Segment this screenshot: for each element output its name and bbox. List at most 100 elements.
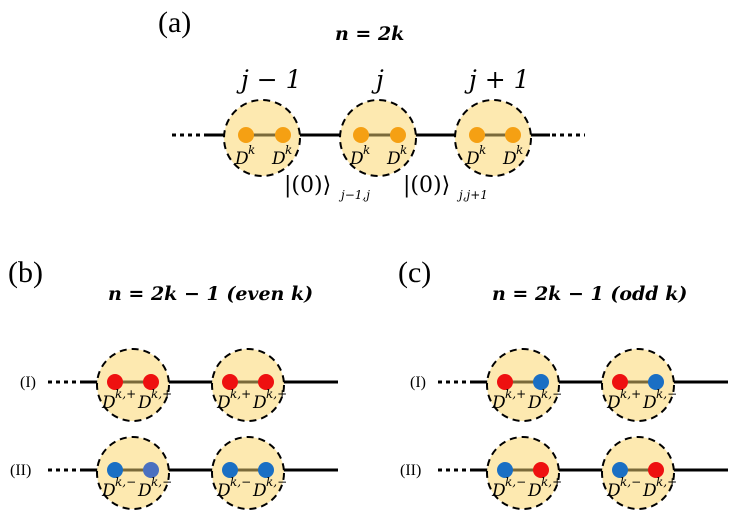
svg-text:D: D bbox=[491, 481, 506, 501]
svg-text:k,−: k,− bbox=[656, 387, 677, 401]
svg-text:|(0)⟩: |(0)⟩ bbox=[284, 173, 331, 198]
site-circle-right bbox=[454, 99, 532, 177]
particle bbox=[258, 462, 274, 478]
svg-text:D: D bbox=[465, 149, 480, 169]
svg-text:D: D bbox=[271, 149, 286, 169]
particle-a-3 bbox=[353, 127, 369, 143]
svg-text:k: k bbox=[479, 143, 486, 157]
svg-text:n = 2k − 1 (even k): n = 2k − 1 (even k) bbox=[108, 283, 313, 305]
svg-text:D: D bbox=[216, 393, 231, 413]
svg-text:D: D bbox=[491, 393, 506, 413]
svg-text:D: D bbox=[527, 481, 542, 501]
site-circle bbox=[601, 348, 675, 422]
site-label-right: j + 1 bbox=[464, 65, 530, 94]
svg-text:j,j+1: j,j+1 bbox=[456, 188, 488, 202]
site-circle bbox=[96, 348, 170, 422]
site-circle bbox=[486, 348, 560, 422]
particle bbox=[222, 462, 238, 478]
particle-a-4 bbox=[390, 127, 406, 143]
particle bbox=[143, 374, 159, 390]
svg-text:k,+: k,+ bbox=[266, 387, 287, 401]
panel-a-label: (a) bbox=[158, 6, 191, 39]
svg-text:D: D bbox=[527, 393, 542, 413]
site-circle bbox=[96, 436, 170, 510]
svg-text:D: D bbox=[642, 393, 657, 413]
svg-text:D: D bbox=[216, 481, 231, 501]
svg-text:D: D bbox=[502, 149, 517, 169]
svg-text:k,−: k,− bbox=[541, 387, 562, 401]
site-circle-left bbox=[223, 99, 301, 177]
particle-a-2 bbox=[275, 127, 291, 143]
svg-text:D: D bbox=[642, 481, 657, 501]
particle bbox=[258, 374, 274, 390]
row-label: (I) bbox=[20, 374, 36, 391]
site-label-left: j − 1 bbox=[236, 65, 302, 94]
panel-c-title: n = 2k − 1 (odd k) bbox=[492, 283, 687, 305]
panel-b: (b) n = 2k − 1 (even k) bbox=[8, 256, 313, 305]
particle-a-1 bbox=[238, 127, 254, 143]
row-label: (II) bbox=[10, 462, 31, 479]
panel-a-title: n = 2k bbox=[335, 23, 404, 45]
svg-text:k,+: k,+ bbox=[656, 475, 677, 489]
svg-text:k: k bbox=[516, 143, 523, 157]
svg-text:j−1,j: j−1,j bbox=[338, 188, 370, 202]
row-label: (II) bbox=[400, 462, 421, 479]
svg-text:D: D bbox=[606, 481, 621, 501]
row-label: (I) bbox=[410, 374, 426, 391]
svg-text:|(0)⟩: |(0)⟩ bbox=[403, 173, 450, 198]
site-circle bbox=[211, 436, 285, 510]
svg-text:k,−: k,− bbox=[151, 475, 172, 489]
particle bbox=[648, 374, 664, 390]
svg-text:k: k bbox=[400, 143, 407, 157]
particle-label-a-6: D k bbox=[502, 143, 523, 169]
particle-label-a-3: D k bbox=[349, 143, 370, 169]
svg-text:k,+: k,+ bbox=[151, 387, 172, 401]
particle-label-a-1: D k bbox=[234, 143, 255, 169]
panel-b-title: n = 2k − 1 (even k) bbox=[108, 283, 313, 305]
particle bbox=[143, 462, 159, 478]
particle bbox=[612, 374, 628, 390]
particle bbox=[107, 374, 123, 390]
svg-text:k,−: k,− bbox=[505, 475, 526, 489]
site-circle bbox=[211, 348, 285, 422]
svg-text:k: k bbox=[248, 143, 255, 157]
svg-text:D: D bbox=[349, 149, 364, 169]
svg-text:k: k bbox=[363, 143, 370, 157]
svg-text:D: D bbox=[386, 149, 401, 169]
svg-text:D: D bbox=[252, 393, 267, 413]
svg-text:D: D bbox=[252, 481, 267, 501]
site-label-center: j bbox=[371, 65, 384, 94]
svg-text:D: D bbox=[234, 149, 249, 169]
svg-text:k,−: k,− bbox=[230, 475, 251, 489]
svg-text:k,+: k,+ bbox=[541, 475, 562, 489]
svg-text:D: D bbox=[101, 393, 116, 413]
particle bbox=[648, 462, 664, 478]
panel-a: (a) n = 2k j − 1 j j + 1 D k D k D k bbox=[158, 6, 585, 202]
bond-state-left: |(0)⟩ j−1,j bbox=[284, 173, 370, 202]
svg-text:k,+: k,+ bbox=[230, 387, 251, 401]
particle-a-6 bbox=[505, 127, 521, 143]
svg-text:k,+: k,+ bbox=[115, 387, 136, 401]
svg-text:k,+: k,+ bbox=[505, 387, 526, 401]
site-circle bbox=[601, 436, 675, 510]
site-circle-center bbox=[339, 99, 417, 177]
